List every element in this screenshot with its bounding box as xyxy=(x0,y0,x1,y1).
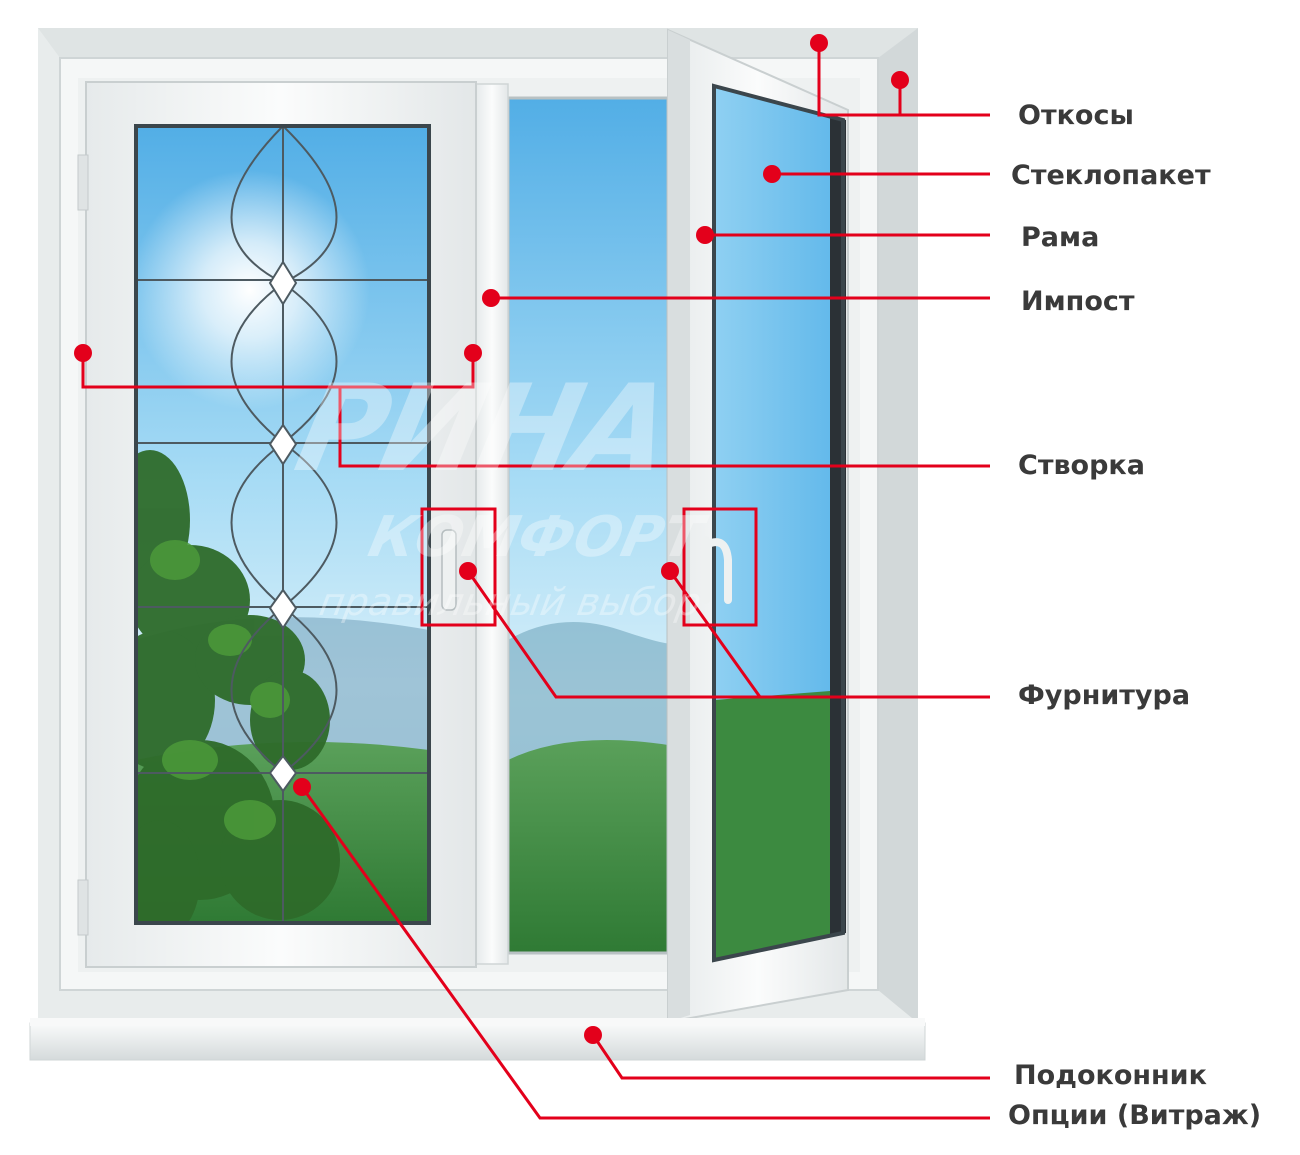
left-handle xyxy=(441,529,457,611)
callout-dot-sash-right xyxy=(464,344,482,362)
label-window-sill: Подоконник xyxy=(1014,1060,1207,1091)
callout-line-sill xyxy=(591,1034,990,1080)
right-handle xyxy=(702,536,732,604)
callout-dot-options xyxy=(293,778,311,796)
callout-dot-frame xyxy=(696,226,714,244)
callout-dot-sill xyxy=(584,1026,602,1044)
hardware-box-right xyxy=(682,507,758,627)
open-sash-hills xyxy=(714,690,843,960)
callout-line-sash xyxy=(81,353,475,389)
left-glass-border xyxy=(134,124,431,925)
callout-line-sash-2 xyxy=(338,387,990,468)
label-impost: Импост xyxy=(1021,286,1135,317)
callout-dot-reveals-2 xyxy=(891,71,909,89)
callout-dot-sash-left xyxy=(74,344,92,362)
callout-dot-reveals xyxy=(810,34,828,52)
fixed-glass-green xyxy=(508,740,668,953)
sill-top xyxy=(30,1018,925,1026)
reveal-right xyxy=(878,28,918,1023)
left-sash-hinge-top xyxy=(77,154,89,211)
callout-dot-impost xyxy=(482,289,500,307)
hardware-box-left xyxy=(420,507,497,627)
label-hardware: Фурнитура xyxy=(1018,680,1191,711)
callout-line-options xyxy=(300,786,990,1120)
watermark-brand: КОМФОРТ xyxy=(363,505,709,570)
callout-dot-hardware-right xyxy=(661,562,679,580)
callout-dot-glass-unit xyxy=(763,165,781,183)
left-sash-hinge-bottom xyxy=(77,879,89,936)
open-sash-edge xyxy=(668,30,690,1022)
callout-dots xyxy=(74,34,909,1044)
callout-dot-hardware-left xyxy=(459,562,477,580)
reveal-top xyxy=(38,28,918,58)
label-glass-unit: Стеклопакет xyxy=(1011,160,1211,191)
callout-line-hardware-right xyxy=(668,570,762,698)
callout-line-hardware-left xyxy=(466,570,990,699)
label-reveals: Откосы xyxy=(1018,100,1134,131)
left-glass xyxy=(136,126,429,923)
label-options-stained-glass: Опции (Витраж) xyxy=(1008,1100,1262,1131)
open-sash-glass-border xyxy=(712,83,845,963)
label-frame: Рама xyxy=(1021,222,1100,253)
watermark-logo: РИНА xyxy=(285,360,681,499)
callout-lines xyxy=(81,43,990,1120)
label-sash: Створка xyxy=(1018,450,1145,481)
callout-line-reveals xyxy=(817,43,990,117)
watermark-tagline: правильный выбор xyxy=(316,580,705,624)
